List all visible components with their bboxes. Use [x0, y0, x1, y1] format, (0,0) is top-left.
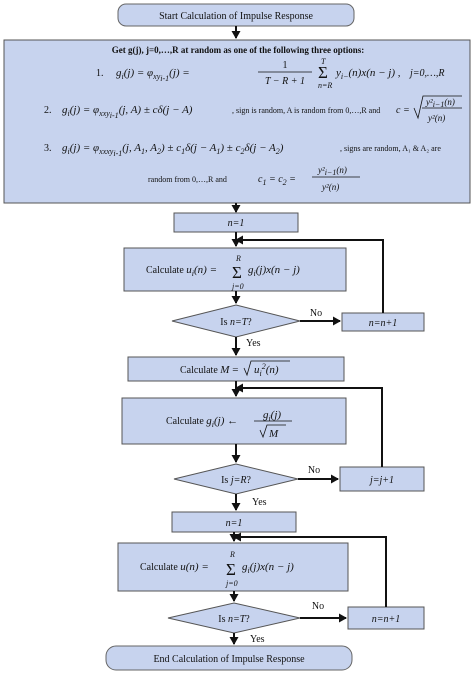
- loop1-calc-label: Calculate ui(n) =: [146, 264, 217, 278]
- calc-m-label: Calculate M =: [180, 364, 238, 376]
- svg-text:yi−(n)x(n − j) ,: yi−(n)x(n − j) ,: [335, 67, 401, 81]
- end-label: End Calculation of Impulse Response: [153, 654, 305, 665]
- svg-text:gi(j): gi(j): [263, 409, 281, 423]
- svg-text:T − R + 1: T − R + 1: [265, 76, 305, 87]
- loop1-increment-label: n=n+1: [369, 318, 398, 329]
- option-3-note: , signs are random, A₁ & A₂ are: [340, 144, 441, 153]
- svg-text:j=0: j=0: [231, 282, 244, 291]
- loop1-no-label: No: [310, 308, 322, 319]
- options-box: [3, 39, 471, 204]
- svg-text:c =: c =: [396, 105, 410, 116]
- loop2-condition-label: Is n=T?: [218, 614, 250, 625]
- normalize-increment-label: j=j+1: [368, 475, 394, 486]
- svg-text:y²i−1(n): y²i−1(n): [425, 97, 455, 109]
- arrow-normalize-back: [235, 383, 383, 467]
- loop1-yes-label: Yes: [246, 338, 261, 349]
- normalize-yes-label: Yes: [252, 497, 267, 508]
- svg-text:y²(n): y²(n): [321, 182, 339, 192]
- svg-text:T: T: [321, 57, 326, 66]
- svg-text:c1 = c2 =: c1 = c2 =: [258, 174, 296, 187]
- option-1-range: j=0,…,R: [408, 68, 445, 79]
- start-label: Start Calculation of Impulse Response: [159, 11, 313, 22]
- svg-text:R: R: [235, 254, 241, 263]
- svg-text:j=0: j=0: [225, 579, 238, 588]
- normalize-no-label: No: [308, 465, 320, 476]
- normalize-label: Calculate gi(j) ←: [166, 415, 238, 429]
- option-1-number: 1.: [96, 68, 104, 79]
- loop2-calc-label: Calculate u(n) =: [140, 561, 209, 573]
- svg-text:ui2(n): ui2(n): [254, 362, 279, 378]
- svg-text:n=R: n=R: [318, 81, 332, 90]
- normalize-increment-box: [339, 466, 425, 492]
- sum-symbol: Σ: [318, 63, 328, 82]
- loop2-increment-label: n=n+1: [372, 614, 401, 625]
- svg-text:1: 1: [283, 60, 288, 71]
- svg-text:Σ: Σ: [232, 263, 242, 282]
- loop2-no-label: No: [312, 601, 324, 612]
- option-3-number: 3.: [44, 143, 52, 154]
- svg-text:Σ: Σ: [226, 560, 236, 579]
- normalize-condition-label: Is j=R?: [221, 475, 251, 486]
- svg-text:gi(j)x(n − j): gi(j)x(n − j): [248, 264, 300, 278]
- loop1-condition-label: Is n=T?: [220, 317, 252, 328]
- svg-text:y²(n): y²(n): [427, 113, 445, 123]
- loop2-init-label: n=1: [226, 518, 243, 529]
- end-terminator: [105, 645, 353, 671]
- svg-text:y²i−1(n): y²i−1(n): [317, 165, 347, 177]
- loop1-calc-box: [123, 247, 347, 292]
- option-2-number: 2.: [44, 105, 52, 116]
- arrow-loop2-back: [233, 532, 387, 607]
- svg-text:gi(j)x(n − j): gi(j)x(n − j): [242, 561, 294, 575]
- option-2-note: , sign is random, A is random from 0,…,R…: [232, 106, 380, 115]
- svg-text:M: M: [268, 428, 279, 440]
- options-heading: Get g(j), j=0,…,R at random as one of th…: [112, 45, 364, 55]
- loop2-yes-label: Yes: [250, 634, 265, 645]
- option-3-note-2: random from 0,…,R and: [148, 175, 227, 184]
- svg-text:R: R: [229, 550, 235, 559]
- normalize-box: [121, 397, 347, 445]
- arrow-loop1-back: [235, 235, 384, 313]
- loop1-init-label: n=1: [228, 218, 245, 229]
- loop2-calc-box: [117, 542, 349, 592]
